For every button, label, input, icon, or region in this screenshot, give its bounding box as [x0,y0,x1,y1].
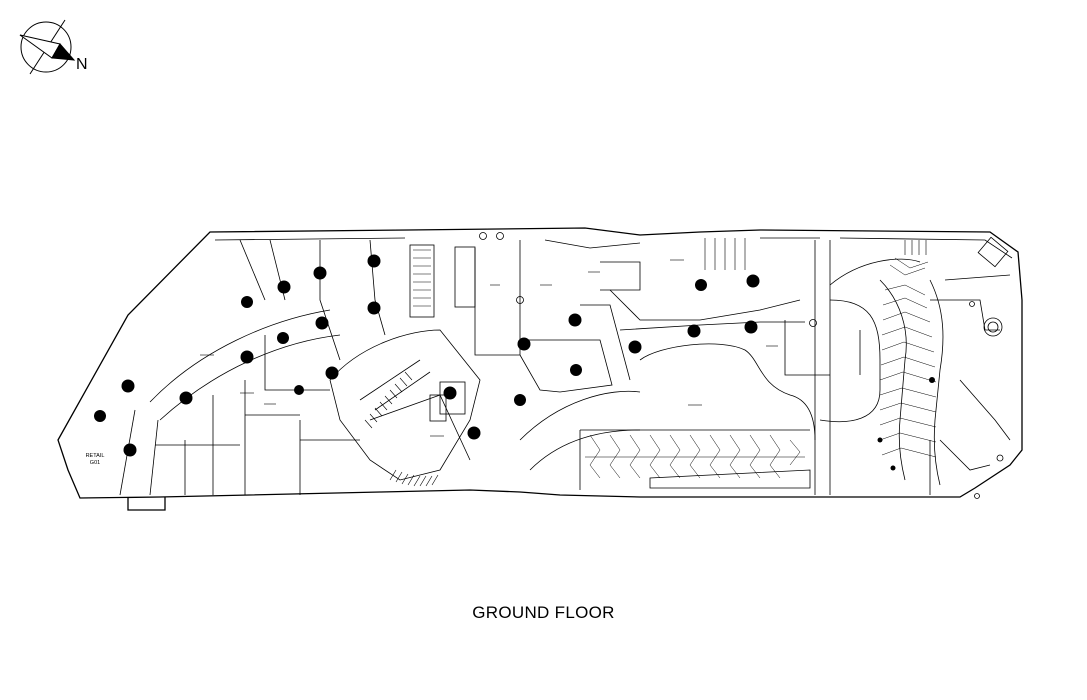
parking-bays [585,434,805,479]
north-label: N [76,56,88,73]
retail-label-line2: G01 [90,460,100,466]
building-outline [57,227,1023,511]
north-arrow-icon [19,19,76,75]
ramp-chevrons [879,257,937,458]
fixtures [479,232,1009,499]
structural-columns [94,254,935,471]
retail-room-label: RETAIL G01 [86,453,105,466]
drawing-title: GROUND FLOOR [472,603,615,622]
room-tags [200,259,778,437]
stair-hatching [364,238,927,487]
retail-label-line1: RETAIL [86,453,105,459]
walls [119,237,1013,496]
